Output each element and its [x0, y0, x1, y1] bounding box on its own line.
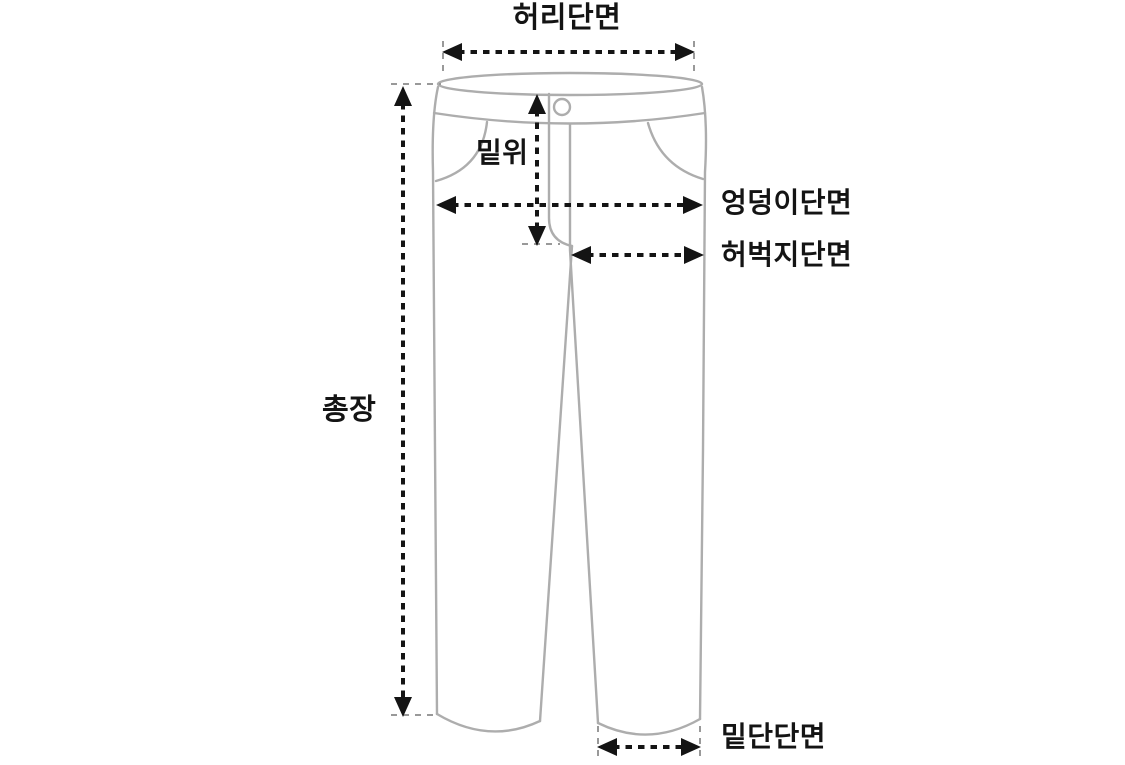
arrowhead-left-icon — [436, 196, 456, 214]
hip-arrow — [436, 196, 703, 214]
hip-label: 엉덩이단면 — [721, 187, 853, 218]
arrowhead-up-icon — [394, 86, 412, 106]
arrowhead-right-icon — [683, 196, 703, 214]
total-length-arrow — [394, 86, 412, 717]
waist-arrow — [442, 43, 695, 61]
arrowhead-down-icon — [528, 226, 546, 246]
right-pocket-seam — [646, 121, 705, 181]
arrowhead-left-icon — [597, 738, 617, 756]
left-hem-curve — [435, 712, 542, 733]
left-outer-seam — [431, 85, 440, 716]
waistband-opening-ellipse — [436, 71, 704, 97]
rise-arrow — [528, 94, 546, 246]
thigh-label: 허벅지단면 — [721, 239, 853, 270]
fly-button — [552, 97, 572, 117]
arrowhead-up-icon — [528, 94, 546, 114]
center-front-and-right-inseam — [568, 122, 600, 725]
hem-arrow — [597, 738, 701, 756]
thigh-arrow — [571, 246, 704, 264]
pants-outline — [431, 71, 708, 736]
waistband-bottom-seam — [432, 111, 707, 125]
measurement-arrows — [394, 43, 704, 756]
arrowhead-left-icon — [571, 246, 591, 264]
left-pocket-seam — [434, 120, 489, 183]
arrowhead-down-icon — [394, 697, 412, 717]
arrowhead-right-icon — [675, 43, 695, 61]
arrowhead-right-icon — [681, 738, 701, 756]
arrowhead-left-icon — [442, 43, 462, 61]
arrowhead-right-icon — [684, 246, 704, 264]
total-length-label: 총장 — [322, 394, 377, 426]
right-outer-seam — [698, 85, 708, 721]
hem-label: 밑단단면 — [721, 721, 827, 752]
fly-j-seam — [547, 92, 574, 248]
rise-label: 밑위 — [476, 137, 529, 168]
left-inseam — [538, 244, 574, 723]
right-hem-curve — [596, 717, 702, 736]
guide-ticks — [391, 41, 701, 762]
waist-label: 허리단면 — [512, 2, 622, 34]
